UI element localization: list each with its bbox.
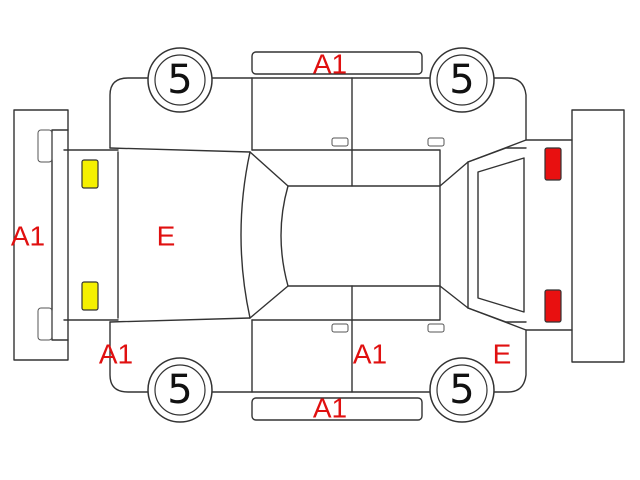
- rear-light-top: [544, 147, 562, 181]
- top-side-skirt: [251, 51, 423, 75]
- wheel-front-bottom-value: 5: [167, 367, 192, 413]
- code-rear-door-bottom: A1: [353, 339, 387, 370]
- wheel-rear-bottom: 5: [429, 357, 495, 423]
- front-headlight-bottom: [81, 281, 99, 311]
- wheel-rear-bottom-value: 5: [449, 367, 474, 413]
- wheel-rear-top-value: 5: [449, 57, 474, 103]
- wheel-front-bottom: 5: [147, 357, 213, 423]
- rear-bumper: [571, 109, 625, 363]
- code-front-fender-bottom: A1: [99, 339, 133, 370]
- car-body: [63, 77, 573, 393]
- code-rear-quarter-bottom: E: [493, 339, 512, 370]
- wheel-rear-top: 5: [429, 47, 495, 113]
- code-hood: E: [157, 221, 176, 252]
- wheel-front-top-value: 5: [167, 57, 192, 103]
- code-front-bumper: A1: [11, 221, 45, 252]
- bottom-side-skirt: [251, 397, 423, 421]
- wheel-front-top: 5: [147, 47, 213, 113]
- front-headlight-top: [81, 159, 99, 189]
- front-bumper: [13, 109, 69, 361]
- code-bottom-side-panel: A1: [313, 393, 347, 424]
- rear-light-bottom: [544, 289, 562, 323]
- code-top-side-panel: A1: [313, 49, 347, 80]
